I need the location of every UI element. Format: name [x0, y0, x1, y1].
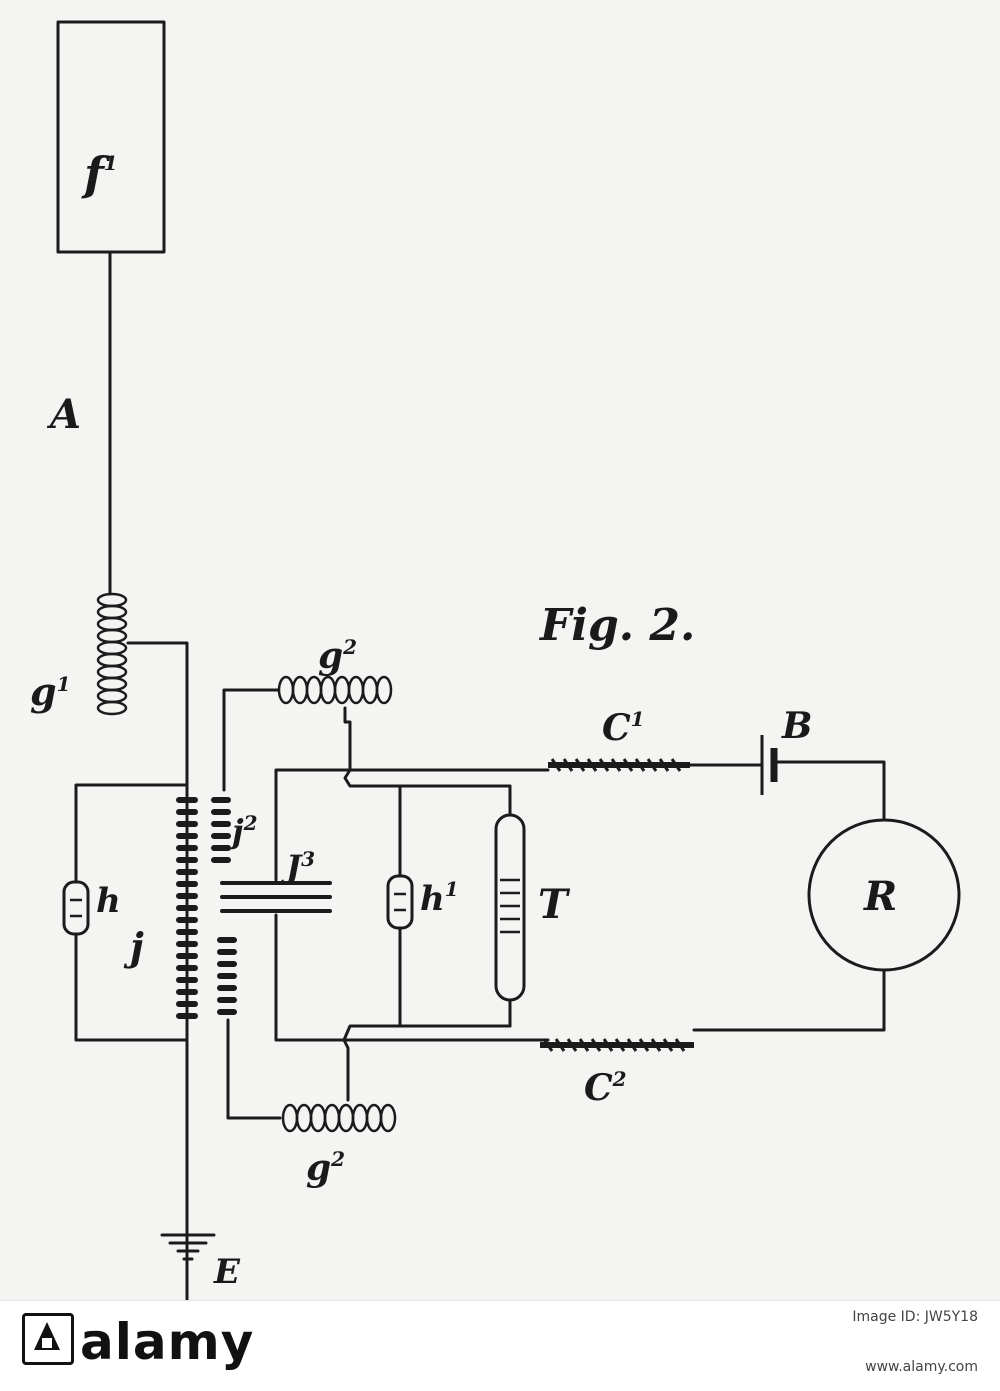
label-e: E: [213, 1252, 241, 1292]
brand-name: alamy: [80, 1313, 255, 1371]
wire-g1-tap: [126, 641, 189, 787]
label-j3: J3: [280, 847, 315, 886]
label-j: j: [123, 924, 144, 969]
label-g2-bottom: g2: [306, 1147, 345, 1189]
coil-g2-upper: [277, 675, 393, 705]
choke-c1: [548, 758, 690, 772]
label-b: B: [781, 705, 812, 747]
wire-left-loop-bottom: [74, 933, 189, 1042]
battery-b: [760, 735, 778, 795]
transformer-secondary-j2-upper: [211, 797, 231, 863]
label-g2-top: g2: [318, 635, 357, 677]
label-c2: C2: [584, 1067, 627, 1109]
earth-ground-e: [160, 1233, 216, 1261]
label-t: T: [538, 881, 571, 928]
tube-t: [494, 813, 526, 1002]
transformer-primary-j: [176, 783, 198, 1300]
coil-g1: [96, 583, 128, 716]
image-id: Image ID: JW5Y18: [852, 1309, 978, 1325]
choke-c2: [540, 1038, 694, 1052]
condenser-j3: [220, 881, 332, 913]
alamy-logo: alamy: [22, 1313, 254, 1371]
wire-battery-to-r: [774, 760, 886, 822]
label-h: h: [96, 881, 121, 921]
wire-g2-upper-slider: [343, 706, 512, 788]
wire-to-g2-upper: [222, 688, 280, 792]
label-c1: C1: [602, 707, 645, 749]
label-a: A: [46, 391, 81, 438]
wire-inner-bottom: [274, 913, 550, 1042]
figure-title: Fig. 2.: [538, 600, 695, 651]
alamy-a-icon: [22, 1313, 74, 1365]
watermark-url: www.alamy.com: [865, 1359, 978, 1375]
label-g1: g1: [30, 669, 71, 714]
aerial-plate-f1: [56, 20, 166, 254]
coil-g2-lower: [281, 1103, 397, 1133]
label-j2: j2: [226, 811, 258, 850]
detector-h: [62, 880, 90, 936]
wire-r-to-c2: [692, 968, 886, 1032]
label-h1: h1: [420, 877, 459, 919]
wire-to-g2-lower: [226, 1018, 282, 1120]
wire-inner-top: [274, 768, 550, 882]
stock-watermark-bar: alamy Image ID: JW5Y18 www.alamy.com: [0, 1300, 1000, 1391]
wire-left-loop-top: [74, 783, 189, 882]
diagram-canvas: f1 A g1 h j E j2: [30, 20, 961, 1300]
circuit-diagram: f1 A g1 h j E j2: [0, 0, 1000, 1300]
transformer-secondary-j2-lower: [217, 937, 237, 1015]
label-r: R: [863, 873, 897, 920]
wire-g2-lower-slider: [342, 1024, 512, 1102]
label-f1: f1: [81, 147, 118, 201]
detector-h1: [386, 874, 414, 930]
